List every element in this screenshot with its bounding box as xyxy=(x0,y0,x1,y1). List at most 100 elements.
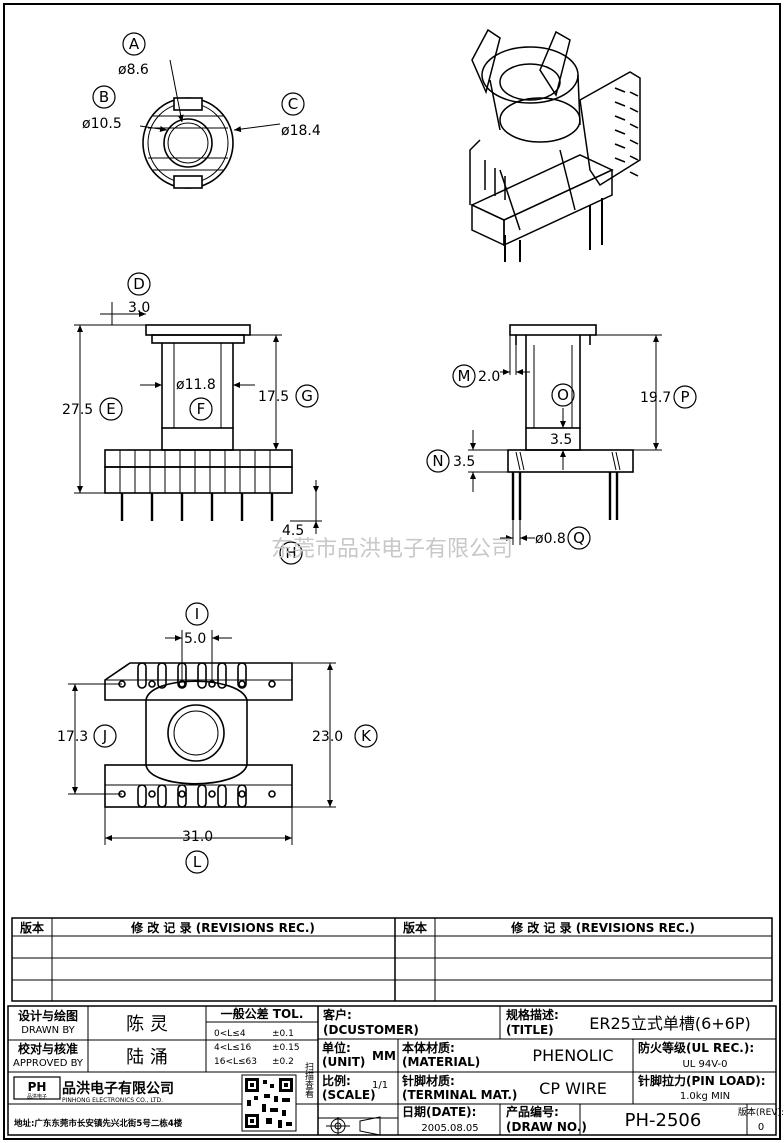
drawno-label-cn: 产品编号: xyxy=(506,1104,559,1119)
unit-label-cn: 单位: xyxy=(322,1040,351,1055)
front-view-labels: D 3.0 27.5 E ø11.8 F 17.5 G 4.5 H xyxy=(62,272,319,565)
tolerance-title: 一般公差 TOL. xyxy=(221,1006,304,1021)
dim-O: 3.5 xyxy=(550,432,572,448)
label-L: L xyxy=(193,853,202,871)
label-balloon xyxy=(551,383,575,407)
bottom-view-labels: I 5.0 17.3 J 23.0 K 31.0 L xyxy=(57,602,378,874)
label-N: N xyxy=(432,452,443,470)
front-view-dims xyxy=(74,302,322,534)
customer-label-en: (DCUSTOMER) xyxy=(323,1023,419,1037)
date-label: 日期(DATE): xyxy=(402,1104,476,1119)
rev-ver-header-2: 版本 xyxy=(403,920,427,935)
tol-range-3: 16<L≤63 xyxy=(214,1057,257,1067)
title-value: ER25立式单槽(6+6P) xyxy=(589,1014,751,1033)
dim-K: 23.0 xyxy=(312,729,343,745)
designer-label-en: DRAWN BY xyxy=(21,1025,75,1036)
approver-label-cn: 校对与核准 xyxy=(18,1041,78,1056)
label-balloon xyxy=(93,724,117,748)
terminal-label-en: (TERMINAL MAT.) xyxy=(402,1088,517,1102)
tol-value-3: ±0.2 xyxy=(272,1057,294,1067)
label-balloon xyxy=(127,272,151,296)
label-balloon xyxy=(673,385,697,409)
company-logo-sub: 品洪电子 xyxy=(27,1093,47,1100)
label-balloon xyxy=(295,384,319,408)
side-view xyxy=(507,324,634,520)
approver-label-en: APPROVED BY xyxy=(13,1058,84,1069)
top-view xyxy=(139,59,281,189)
scale-label-en: (SCALE) xyxy=(322,1088,376,1102)
scale-value: 1/1 xyxy=(372,1080,388,1091)
dim-L: 31.0 xyxy=(182,829,213,845)
dim-J: 17.3 xyxy=(57,729,88,745)
customer-label-cn: 客户: xyxy=(322,1007,352,1022)
label-P: P xyxy=(680,388,689,406)
label-balloon xyxy=(452,364,476,388)
pinload-label: 针脚拉力(PIN LOAD): xyxy=(638,1073,766,1088)
label-Q: Q xyxy=(573,529,585,547)
label-G: G xyxy=(301,387,313,405)
dim-C: ø18.4 xyxy=(281,123,321,139)
label-balloon xyxy=(99,397,123,421)
dim-Q: ø0.8 xyxy=(535,531,566,547)
material-label-cn: 本体材质: xyxy=(402,1040,455,1055)
label-H: H xyxy=(285,544,296,562)
scale-label-cn: 比例: xyxy=(322,1073,351,1088)
label-balloon xyxy=(92,85,116,109)
company-logo-icon xyxy=(13,1076,61,1100)
tol-range-1: 0<L≤4 xyxy=(214,1029,246,1039)
watermark: 东莞市品洪电子有限公司 xyxy=(271,537,513,562)
top-view-labels: A ø8.6 B ø10.5 C ø18.4 xyxy=(82,32,321,139)
unit-value: MM xyxy=(372,1049,396,1063)
company-name-cn: 品洪电子有限公司 xyxy=(62,1080,174,1097)
label-balloon xyxy=(189,397,213,421)
label-B: B xyxy=(99,88,109,106)
rev-rec-header: 修 改 记 录 (REVISIONS REC.) xyxy=(130,920,315,935)
revisions-table xyxy=(11,917,773,1002)
bottom-view-dims xyxy=(68,630,336,845)
rev-ver-header: 版本 xyxy=(20,920,44,935)
drawno-label-en: (DRAW NO.) xyxy=(506,1120,587,1134)
label-M: M xyxy=(458,367,471,385)
label-balloon xyxy=(185,602,209,626)
pinload-value: 1.0kg MIN xyxy=(680,1091,730,1102)
company-address: 地址:广东东莞市长安镇先兴北街5号二栋4楼 xyxy=(14,1118,183,1129)
label-A: A xyxy=(129,35,140,53)
label-balloon xyxy=(279,541,303,565)
date-value: 2005.08.05 xyxy=(421,1123,478,1134)
company-logo-text: PH xyxy=(28,1080,47,1094)
label-C: C xyxy=(288,95,298,113)
dim-M: 2.0 xyxy=(478,369,500,385)
terminal-label-cn: 针脚材质: xyxy=(402,1073,455,1088)
rev-value: 0 xyxy=(758,1122,764,1133)
dim-B: ø10.5 xyxy=(82,116,122,132)
bottom-view xyxy=(104,662,293,808)
rev-rec-header-2: 修 改 记 录 (REVISIONS REC.) xyxy=(510,920,695,935)
unit-label-en: (UNIT) xyxy=(322,1055,365,1069)
projection-symbol xyxy=(326,1116,381,1136)
front-view xyxy=(104,324,293,521)
label-balloon xyxy=(567,526,591,550)
dim-D: 3.0 xyxy=(128,300,150,316)
dim-F: ø11.8 xyxy=(176,377,216,393)
label-D: D xyxy=(133,275,145,293)
drawing-frame xyxy=(3,3,781,1140)
dim-G: 17.5 xyxy=(258,389,289,405)
isometric-view xyxy=(469,28,641,262)
label-J: J xyxy=(102,727,107,745)
dim-H: 4.5 xyxy=(282,523,304,539)
label-K: K xyxy=(361,727,372,745)
designer-label-cn: 设计与绘图 xyxy=(18,1008,78,1023)
label-F: F xyxy=(197,400,206,418)
label-balloon xyxy=(426,449,450,473)
side-view-labels: M 2.0 N 3.5 O 3.5 19.7 P ø0.8 Q xyxy=(426,364,697,550)
ul-value: UL 94V-0 xyxy=(682,1059,727,1070)
label-balloon xyxy=(122,32,146,56)
side-view-dims xyxy=(468,325,662,545)
approver-name: 陆 涌 xyxy=(126,1047,168,1068)
material-value: PHENOLIC xyxy=(532,1046,613,1065)
label-E: E xyxy=(106,400,115,418)
material-label-en: (MATERIAL) xyxy=(402,1055,480,1069)
ul-label: 防火等级(UL REC.): xyxy=(638,1040,754,1055)
